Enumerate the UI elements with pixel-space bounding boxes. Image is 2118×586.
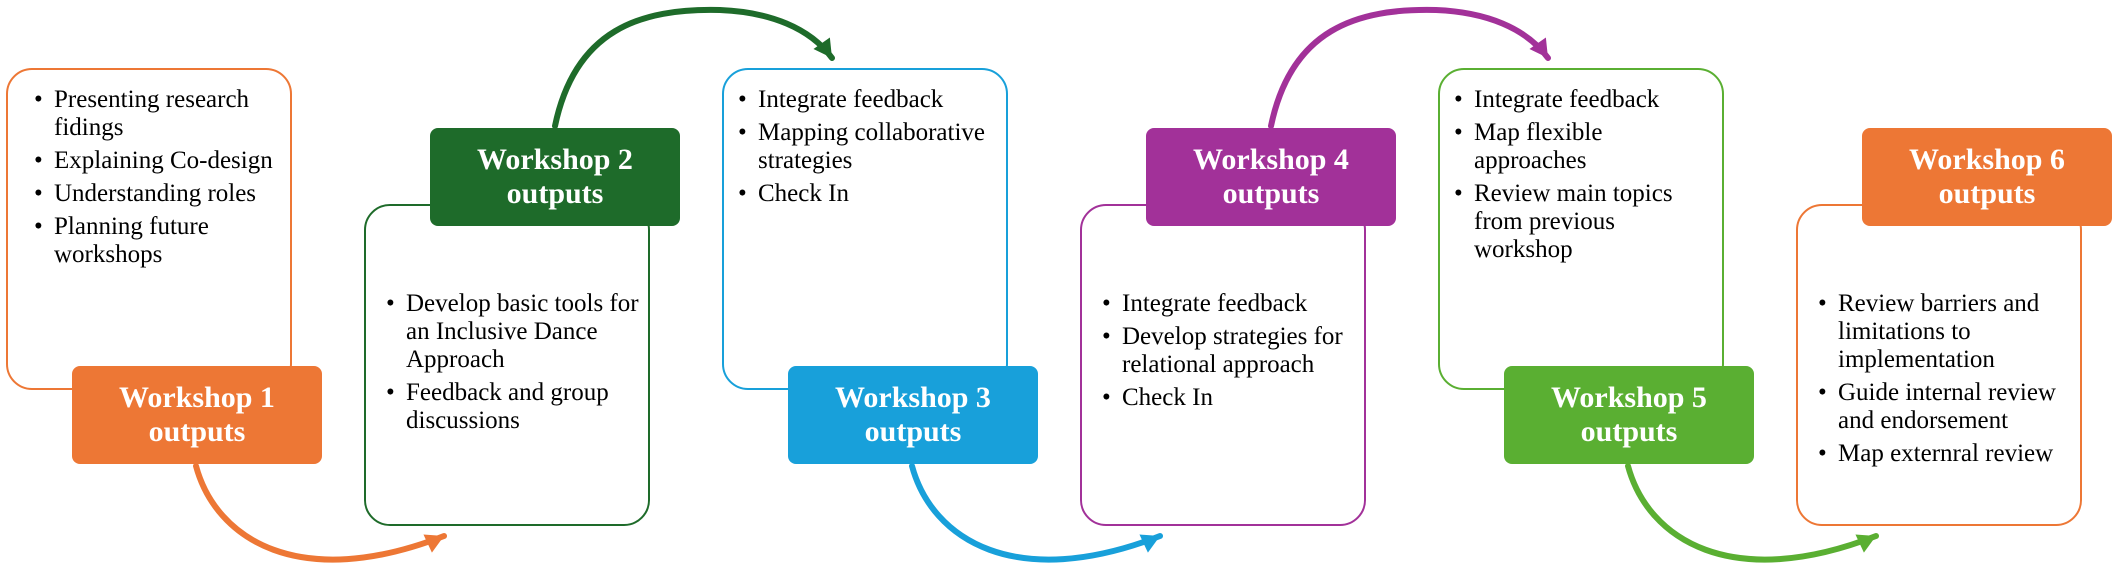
- arrowhead-icon: [1529, 37, 1548, 58]
- workshop-6-outputs-label: Workshop 6 outputs: [1862, 128, 2112, 226]
- output-item: Review barriers and limitations to imple…: [1818, 290, 2072, 374]
- workshop-2-outputs-list: Develop basic tools for an Inclusive Dan…: [386, 290, 640, 435]
- workshop-4-outputs-list: Integrate feedbackDevelop strategies for…: [1102, 290, 1356, 412]
- output-item: Presenting research fidings: [34, 86, 282, 142]
- workshop-1-outputs-list: Presenting research fidingsExplaining Co…: [34, 86, 282, 269]
- output-item: Mapping collaborative strategies: [738, 119, 998, 175]
- output-item: Develop basic tools for an Inclusive Dan…: [386, 290, 640, 374]
- connector-arrow-2: [552, 6, 835, 129]
- connector-arrow-3: [909, 463, 1163, 563]
- output-item: Review main topics from previous worksho…: [1454, 180, 1714, 264]
- workshop-6-outputs-box: Review barriers and limitations to imple…: [1796, 204, 2082, 526]
- workshop-2-outputs-label: Workshop 2 outputs: [430, 128, 680, 226]
- arrowhead-icon: [1855, 534, 1876, 553]
- output-item: Check In: [1102, 384, 1356, 412]
- workshop-6-outputs-list: Review barriers and limitations to imple…: [1818, 290, 2072, 468]
- connector-arrow-5: [1625, 463, 1879, 563]
- workshop-3-outputs-box: Integrate feedbackMapping collaborative …: [722, 68, 1008, 390]
- connector-line: [193, 463, 447, 563]
- connector-line: [552, 6, 835, 129]
- connector-arrow-4: [1268, 6, 1551, 129]
- output-item: Integrate feedback: [738, 86, 998, 114]
- workshop-5-outputs-box: Integrate feedbackMap flexible approache…: [1438, 68, 1724, 390]
- workshop-5-outputs-label: Workshop 5 outputs: [1504, 366, 1754, 464]
- connector-line: [1268, 6, 1551, 129]
- workshop-2-outputs-box: Develop basic tools for an Inclusive Dan…: [364, 204, 650, 526]
- output-item: Guide internal review and endorsement: [1818, 379, 2072, 435]
- output-item: Check In: [738, 180, 998, 208]
- output-item: Feedback and group discussions: [386, 379, 640, 435]
- output-item: Map flexible approaches: [1454, 119, 1714, 175]
- output-item: Integrate feedback: [1454, 86, 1714, 114]
- output-item: Integrate feedback: [1102, 290, 1356, 318]
- workshop-3-outputs-label: Workshop 3 outputs: [788, 366, 1038, 464]
- output-item: Understanding roles: [34, 180, 282, 208]
- workshop-5-outputs-list: Integrate feedbackMap flexible approache…: [1454, 86, 1714, 264]
- arrowhead-icon: [1139, 534, 1160, 553]
- arrowhead-icon: [423, 534, 444, 553]
- workshop-4-outputs-box: Integrate feedbackDevelop strategies for…: [1080, 204, 1366, 526]
- output-item: Explaining Co-design: [34, 147, 282, 175]
- workshop-3-outputs-list: Integrate feedbackMapping collaborative …: [738, 86, 998, 208]
- connector-arrow-1: [193, 463, 447, 563]
- workshop-1-outputs-label: Workshop 1 outputs: [72, 366, 322, 464]
- output-item: Map externral review: [1818, 440, 2072, 468]
- output-item: Develop strategies for relational approa…: [1102, 323, 1356, 379]
- workshop-4-outputs-label: Workshop 4 outputs: [1146, 128, 1396, 226]
- arrowhead-icon: [813, 37, 832, 58]
- output-item: Planning future workshops: [34, 213, 282, 269]
- workshop-1-outputs-box: Presenting research fidingsExplaining Co…: [6, 68, 292, 390]
- connector-line: [909, 463, 1163, 563]
- connector-line: [1625, 463, 1879, 563]
